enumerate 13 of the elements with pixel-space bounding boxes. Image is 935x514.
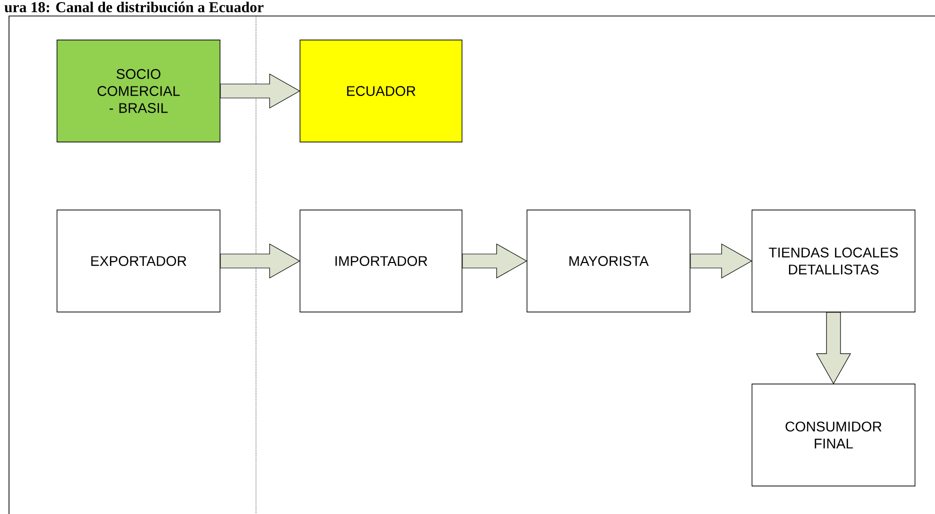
block-arrow bbox=[220, 73, 300, 108]
process-box: TIENDAS LOCALES DETALLISTAS bbox=[752, 210, 916, 312]
block-arrow bbox=[220, 243, 300, 278]
block-arrow bbox=[690, 243, 752, 278]
process-box: SOCIO COMERCIAL - BRASIL bbox=[56, 40, 220, 142]
process-box: CONSUMIDOR FINAL bbox=[752, 384, 916, 486]
block-arrow bbox=[462, 243, 528, 278]
process-box: ECUADOR bbox=[300, 40, 462, 142]
process-box: EXPORTADOR bbox=[56, 210, 220, 312]
process-box: MAYORISTA bbox=[526, 210, 690, 312]
title: ura 18: Canal de distribución a Ecuador bbox=[4, 2, 264, 12]
block-arrow bbox=[816, 312, 852, 384]
process-box: IMPORTADOR bbox=[300, 210, 462, 312]
